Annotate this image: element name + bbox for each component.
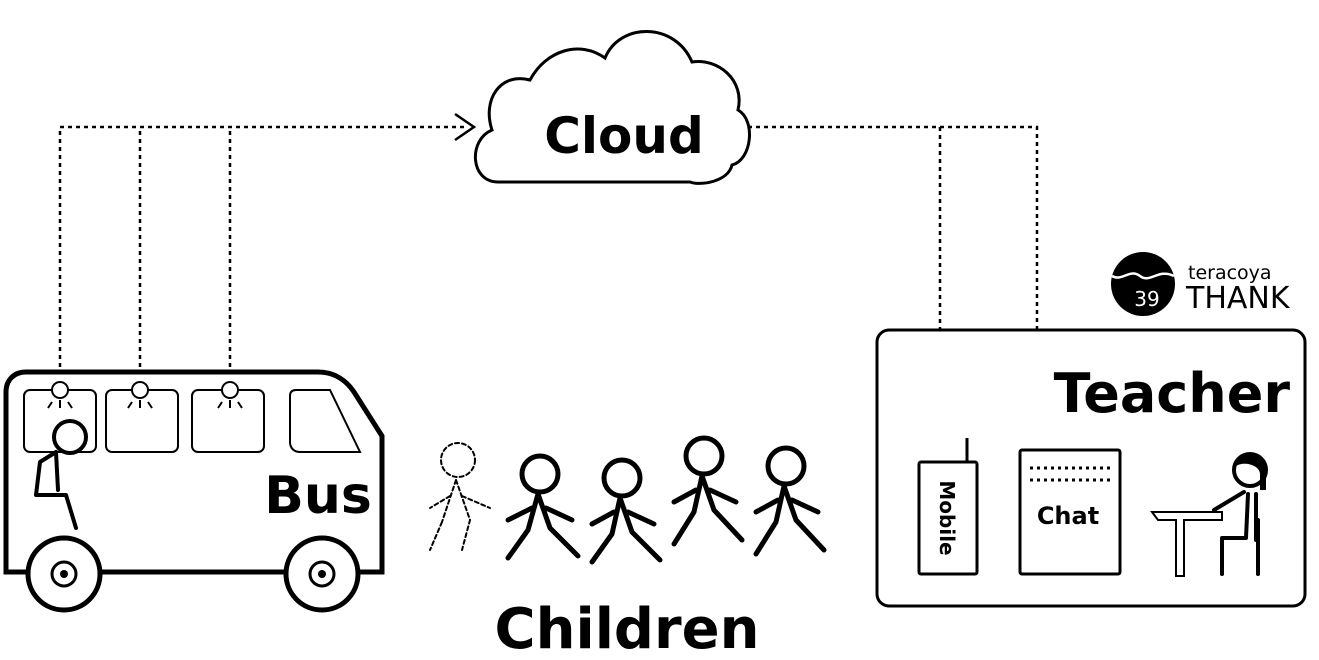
teacher-label: Teacher (1054, 362, 1291, 425)
bus-window-3 (191, 389, 265, 453)
logo-line1: teracoya (1188, 262, 1272, 284)
driver-icon (34, 419, 88, 530)
desk-icon (1150, 511, 1223, 577)
child-icon-2 (589, 457, 663, 565)
cloud-label: Cloud (544, 107, 704, 165)
bus-wheel-front (25, 535, 103, 613)
child-icon-dashed (429, 442, 491, 551)
mobile-phone-icon (917, 438, 979, 576)
chat-window-icon (1018, 448, 1122, 576)
bus-wheel-rear (283, 535, 361, 613)
arrow-head-cloud (454, 112, 477, 142)
children-label: Children (495, 597, 760, 656)
bus-window-2 (105, 389, 179, 453)
bus-label: Bus (264, 466, 372, 526)
mobile-label: Mobile (935, 480, 959, 555)
sensor-icon-3 (217, 381, 243, 409)
sensor-icon-1 (47, 381, 73, 409)
chat-label: Chat (1037, 502, 1099, 530)
logo-number: 39 (1134, 287, 1159, 311)
sensor-icon-2 (127, 381, 153, 409)
connector-cloud-to-teacher (748, 125, 1039, 432)
logo-line2: THANK (1185, 281, 1291, 316)
bus-windshield (289, 389, 362, 453)
teracoya-logo: 39 teracoya THANK (1111, 252, 1291, 316)
child-icon-1 (505, 453, 581, 561)
logo-badge-icon (1111, 252, 1175, 316)
teacher-person-icon (1212, 452, 1268, 576)
connector-bus-to-cloud (58, 125, 468, 375)
child-icon-3 (671, 435, 745, 547)
child-icon-4 (753, 445, 827, 557)
cloud-icon (474, 30, 751, 185)
